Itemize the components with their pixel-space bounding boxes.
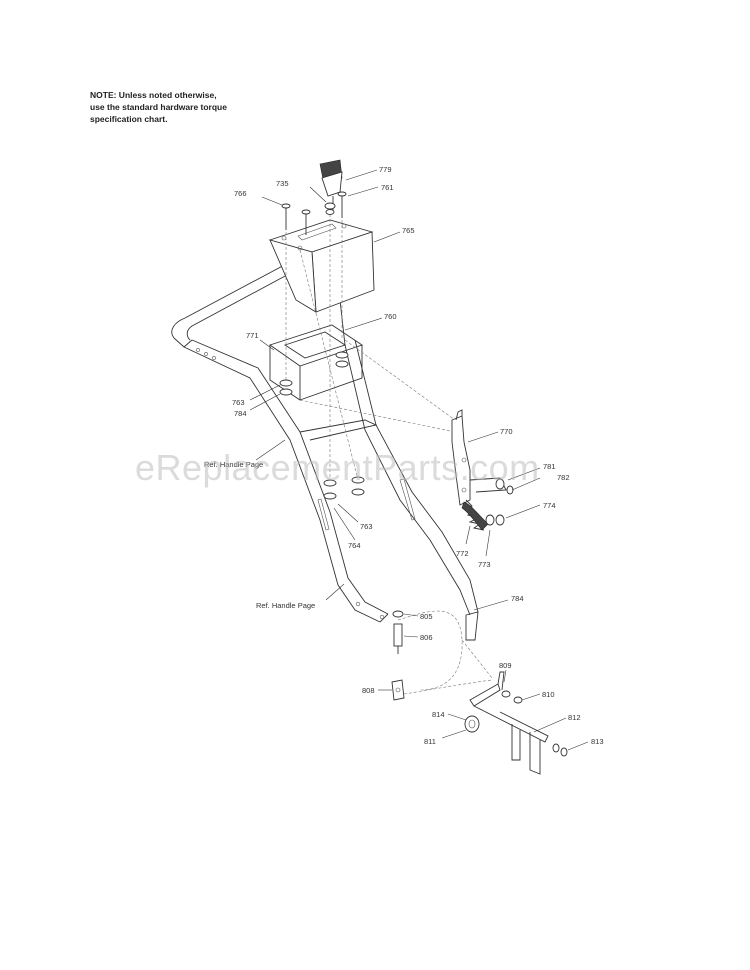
alignment-lines bbox=[285, 214, 493, 691]
spring-772 bbox=[461, 478, 514, 531]
shift-lever-770 bbox=[451, 409, 507, 506]
leader-lines bbox=[249, 169, 589, 751]
callout-810: 810 bbox=[542, 690, 555, 699]
bushing-811-814 bbox=[464, 715, 480, 733]
callout-735: 735 bbox=[276, 179, 289, 188]
pivot-805-806 bbox=[392, 610, 404, 654]
callout-766: 766 bbox=[234, 189, 247, 198]
knob-779 bbox=[319, 159, 343, 215]
washers-lower bbox=[323, 476, 365, 500]
callout-812: 812 bbox=[568, 713, 581, 722]
handle-frame bbox=[171, 261, 479, 641]
callout-773: 773 bbox=[478, 560, 491, 569]
callout-784-upper: 784 bbox=[234, 409, 247, 418]
shift-rod-812 bbox=[469, 671, 568, 775]
callout-808: 808 bbox=[362, 686, 375, 695]
control-panel-765 bbox=[268, 219, 375, 313]
callout-772: 772 bbox=[456, 549, 469, 558]
callout-784-lower: 784 bbox=[511, 594, 524, 603]
torque-note: NOTE: Unless noted otherwise, use the st… bbox=[90, 89, 290, 125]
washers-upper bbox=[279, 351, 349, 396]
plate-760 bbox=[269, 324, 364, 401]
callout-763-upper: 763 bbox=[232, 398, 245, 407]
callout-763-lower: 763 bbox=[360, 522, 373, 531]
callout-ref-handle-page-1: Ref. Handle Page bbox=[204, 460, 263, 469]
screws-766-761 bbox=[281, 191, 347, 235]
callout-806: 806 bbox=[420, 633, 433, 642]
callout-761: 761 bbox=[381, 183, 394, 192]
callout-779: 779 bbox=[379, 165, 392, 174]
note-line-3: specification chart. bbox=[90, 114, 168, 124]
callout-813: 813 bbox=[591, 737, 604, 746]
note-line-2: use the standard hardware torque bbox=[90, 102, 227, 112]
callout-765: 765 bbox=[402, 226, 415, 235]
callout-809: 809 bbox=[499, 661, 512, 670]
callout-782: 782 bbox=[557, 473, 570, 482]
callout-774: 774 bbox=[543, 501, 556, 510]
callout-ref-handle-page-2: Ref. Handle Page bbox=[256, 601, 315, 610]
watermark: eReplacementParts.com bbox=[135, 447, 540, 488]
link-808 bbox=[391, 679, 493, 701]
callout-781: 781 bbox=[543, 462, 556, 471]
note-line-1: NOTE: Unless noted otherwise, bbox=[90, 90, 217, 100]
callout-814: 814 bbox=[432, 710, 445, 719]
callout-805: 805 bbox=[420, 612, 433, 621]
callout-771: 771 bbox=[246, 331, 259, 340]
callout-labels: 779 735 761 766 765 760 771 763 784 Ref.… bbox=[204, 165, 604, 746]
callout-760: 760 bbox=[384, 312, 397, 321]
callout-811: 811 bbox=[424, 737, 436, 746]
callout-764: 764 bbox=[348, 541, 361, 550]
callout-770: 770 bbox=[500, 427, 513, 436]
